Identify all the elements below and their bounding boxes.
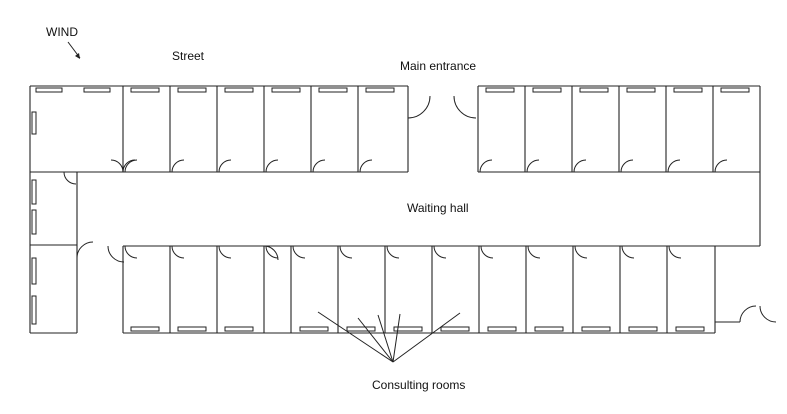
window xyxy=(31,257,37,285)
consulting-rooms-pointers xyxy=(317,311,461,363)
door-swing xyxy=(218,245,232,259)
wind-label: WIND xyxy=(46,25,78,39)
door-swing xyxy=(573,159,587,173)
door-swing xyxy=(312,159,326,173)
door-swing xyxy=(122,159,136,173)
door-swing xyxy=(110,159,124,173)
main-entrance-label: Main entrance xyxy=(400,59,476,73)
window xyxy=(485,87,515,93)
window xyxy=(532,87,562,93)
door-swing xyxy=(76,241,94,259)
window xyxy=(31,209,37,235)
street-label: Street xyxy=(172,49,205,63)
door-swing xyxy=(574,245,588,259)
window xyxy=(130,326,160,332)
window xyxy=(130,87,160,93)
side-entrance-door xyxy=(759,305,777,323)
waiting-hall-label: Waiting hall xyxy=(407,201,469,215)
door-swing xyxy=(620,159,634,173)
door-swing xyxy=(433,245,447,259)
door-swing xyxy=(63,171,77,185)
window xyxy=(35,87,63,93)
window xyxy=(581,326,611,332)
door-swing xyxy=(621,245,635,259)
building-walls xyxy=(29,85,761,334)
door-swing xyxy=(124,245,138,259)
door-swing xyxy=(171,245,185,259)
window xyxy=(720,87,750,93)
door-swing xyxy=(526,159,540,173)
consulting-rooms-label: Consulting rooms xyxy=(372,378,465,392)
door-swing xyxy=(359,159,373,173)
door-swing xyxy=(667,159,681,173)
side-entrance-door xyxy=(739,305,757,323)
wind-direction-arrow-icon xyxy=(67,41,81,59)
door-swing xyxy=(263,245,279,261)
door-swing xyxy=(339,245,353,259)
door-swing xyxy=(527,245,541,259)
window xyxy=(31,179,37,205)
window xyxy=(628,326,658,332)
main-entrance-door-left xyxy=(407,95,431,119)
window xyxy=(177,87,207,93)
door-swing xyxy=(265,245,279,259)
window xyxy=(346,326,376,332)
window xyxy=(271,87,301,93)
door-swing xyxy=(386,245,400,259)
door-swing xyxy=(480,245,494,259)
doors-group xyxy=(63,95,777,323)
door-swing xyxy=(265,159,279,173)
door-swing xyxy=(107,245,125,263)
door-swing xyxy=(714,159,728,173)
windows-group xyxy=(31,87,750,332)
window xyxy=(83,87,111,93)
window xyxy=(440,326,470,332)
door-swing xyxy=(218,159,232,173)
window xyxy=(318,87,348,93)
window xyxy=(626,87,656,93)
window xyxy=(31,111,37,135)
door-swing xyxy=(124,159,138,173)
window xyxy=(177,326,207,332)
door-swing xyxy=(171,159,185,173)
window xyxy=(299,326,329,332)
window xyxy=(365,87,395,93)
window xyxy=(579,87,609,93)
window xyxy=(673,87,703,93)
window xyxy=(534,326,564,332)
window xyxy=(487,326,517,332)
door-swing xyxy=(292,245,306,259)
main-entrance-door-right xyxy=(453,95,477,119)
door-swing xyxy=(668,245,682,259)
window xyxy=(393,326,423,332)
window xyxy=(675,326,705,332)
window xyxy=(224,87,254,93)
window xyxy=(31,295,37,325)
window xyxy=(224,326,254,332)
door-swing xyxy=(479,159,493,173)
